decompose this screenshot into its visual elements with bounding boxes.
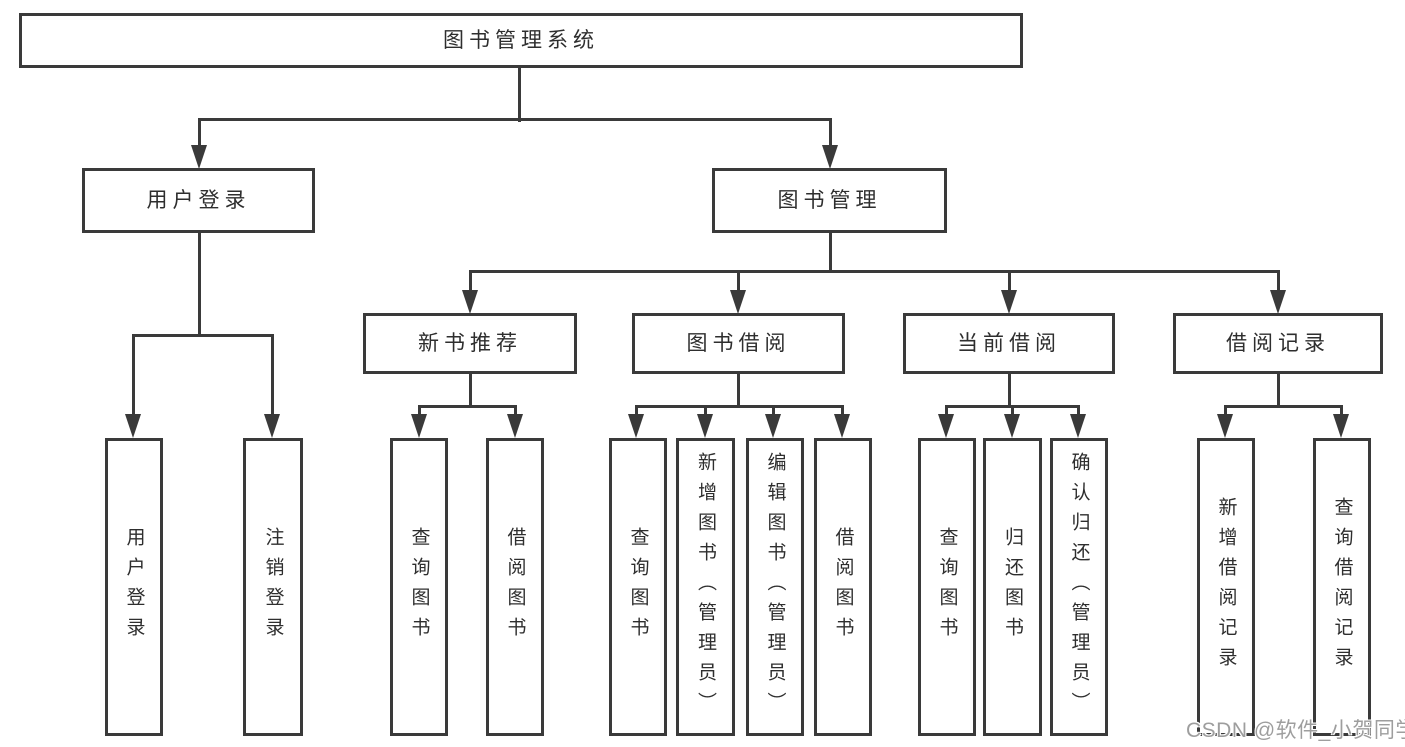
node-label: 归还图书 (1002, 527, 1023, 647)
connector-line (271, 334, 274, 418)
node-user-login: 用户登录 (82, 168, 315, 233)
connector-line (514, 405, 517, 416)
node-new-book-recommend: 新书推荐 (363, 313, 577, 374)
connector-line (945, 405, 948, 416)
leaf-query-books-recommend: 查询图书 (390, 438, 448, 736)
arrow-down-icon (938, 414, 954, 438)
leaf-query-borrow-record: 查询借阅记录 (1313, 438, 1371, 736)
arrow-down-icon (1001, 290, 1017, 314)
connector-line (198, 118, 201, 148)
leaf-user-login: 用户登录 (105, 438, 163, 736)
arrow-down-icon (697, 414, 713, 438)
leaf-query-books-borrowing: 查询图书 (609, 438, 667, 736)
arrow-down-icon (822, 145, 838, 169)
arrow-down-icon (1270, 290, 1286, 314)
leaf-borrow-books-recommend: 借阅图书 (486, 438, 544, 736)
node-label: 用户登录 (146, 189, 251, 212)
node-label: 查询图书 (627, 527, 649, 647)
connector-line (198, 118, 832, 121)
arrow-down-icon (507, 414, 523, 438)
node-label: 查询图书 (408, 527, 430, 647)
connector-line (132, 334, 274, 337)
node-label: 查询借阅记录 (1331, 497, 1353, 677)
connector-line (829, 231, 832, 272)
connector-line (704, 405, 707, 416)
node-label: 查询图书 (936, 527, 958, 647)
node-label: 新增借阅记录 (1215, 497, 1237, 677)
node-book-management: 图书管理 (712, 168, 947, 233)
connector-line (518, 67, 521, 122)
connector-line (829, 118, 832, 148)
leaf-edit-book-admin: 编辑图书（管理员） (746, 438, 804, 736)
leaf-borrow-books: 借阅图书 (814, 438, 872, 736)
connector-line (737, 270, 740, 292)
connector-line (1008, 372, 1011, 407)
arrow-down-icon (125, 414, 141, 438)
connector-line (418, 405, 517, 408)
connector-line (1011, 405, 1014, 416)
node-borrowing-records: 借阅记录 (1173, 313, 1383, 374)
node-book-borrowing: 图书借阅 (632, 313, 845, 374)
arrow-down-icon (834, 414, 850, 438)
node-label: 图书借阅 (686, 332, 791, 355)
connector-line (1077, 405, 1080, 416)
connector-line (132, 334, 135, 418)
connector-line (1340, 405, 1343, 416)
connector-line (1224, 405, 1343, 408)
node-label: 借阅图书 (504, 527, 526, 647)
node-label: 用户登录 (123, 527, 145, 647)
node-label: 当前借阅 (957, 332, 1061, 355)
connector-line (469, 372, 472, 407)
leaf-add-borrow-record: 新增借阅记录 (1197, 438, 1255, 736)
connector-line (1277, 372, 1280, 407)
connector-line (1008, 270, 1011, 292)
arrow-down-icon (730, 290, 746, 314)
node-current-borrowing: 当前借阅 (903, 313, 1115, 374)
node-label: 新书推荐 (418, 332, 522, 355)
arrow-down-icon (1333, 414, 1349, 438)
connector-line (469, 270, 472, 292)
node-label: 借阅记录 (1226, 332, 1330, 355)
node-label: 借阅图书 (832, 527, 854, 647)
arrow-down-icon (411, 414, 427, 438)
leaf-add-book-admin: 新增图书（管理员） (676, 438, 735, 736)
arrow-down-icon (264, 414, 280, 438)
connector-line (418, 405, 421, 416)
connector-line (198, 231, 201, 335)
node-label: 图书管理系统 (443, 29, 599, 52)
leaf-confirm-return-admin: 确认归还（管理员） (1050, 438, 1108, 736)
arrow-down-icon (765, 414, 781, 438)
arrow-down-icon (1070, 414, 1086, 438)
arrow-down-icon (191, 145, 207, 169)
node-label: 新增图书（管理员） (695, 452, 716, 722)
arrow-down-icon (628, 414, 644, 438)
connector-line (635, 405, 638, 416)
connector-line (1224, 405, 1227, 416)
connector-line (772, 405, 775, 416)
arrow-down-icon (1004, 414, 1020, 438)
leaf-return-book: 归还图书 (983, 438, 1042, 736)
leaf-logout: 注销登录 (243, 438, 303, 736)
node-label: 图书管理 (777, 189, 882, 212)
node-label: 确认归还（管理员） (1068, 452, 1090, 722)
connector-line (469, 270, 1280, 273)
arrow-down-icon (462, 290, 478, 314)
node-library-management-system: 图书管理系统 (19, 13, 1023, 68)
connector-line (1277, 270, 1280, 292)
connector-line (841, 405, 844, 416)
csdn-watermark: CSDN @软件_小贺同学 (1186, 719, 1405, 742)
leaf-query-books-current: 查询图书 (918, 438, 976, 736)
node-label: 编辑图书（管理员） (764, 452, 786, 722)
arrow-down-icon (1217, 414, 1233, 438)
node-label: 注销登录 (262, 527, 284, 647)
connector-line (737, 372, 740, 407)
connector-line (635, 405, 844, 408)
